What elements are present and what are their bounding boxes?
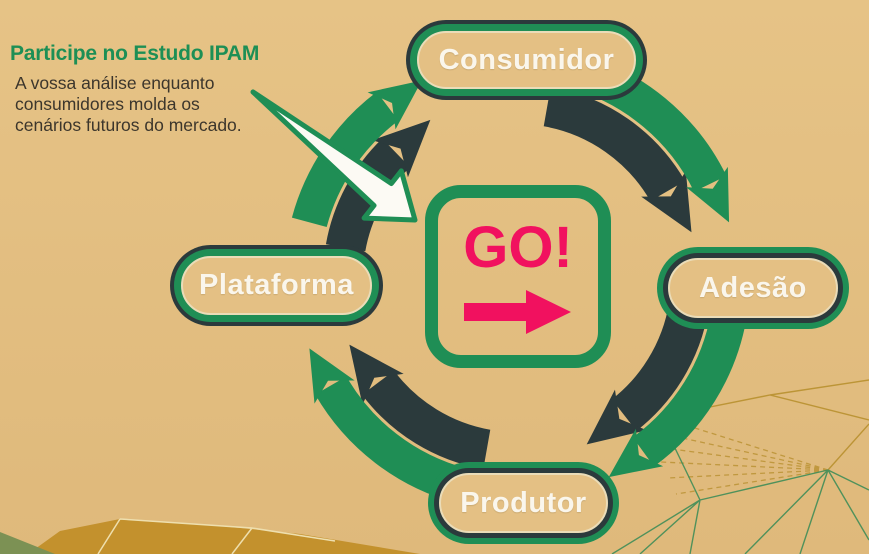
node-consumidor: Consumidor: [406, 20, 647, 100]
callout-subtitle: A vossa análise enquanto consumidores mo…: [10, 73, 320, 136]
network-mesh-gold-fan: [654, 416, 829, 495]
node-ring: Produtor: [434, 468, 613, 538]
node-face: Plataforma: [181, 256, 372, 315]
node-produtor: Produtor: [428, 462, 619, 544]
go-button[interactable]: GO!: [425, 185, 611, 368]
callout-subtitle-line: consumidores molda os: [15, 94, 200, 114]
node-label: Plataforma: [199, 269, 354, 301]
node-plataforma: Plataforma: [170, 245, 383, 326]
node-face: Consumidor: [417, 31, 636, 89]
go-button-label: GO!: [463, 214, 573, 280]
callout-block: Participe no Estudo IPAM A vossa análise…: [10, 42, 320, 136]
node-label: Adesão: [699, 271, 807, 304]
callout-arrow-icon: [250, 89, 418, 223]
node-ring: Adesão: [663, 253, 843, 323]
network-mesh-green: [611, 416, 869, 554]
callout-title: Participe no Estudo IPAM: [10, 42, 260, 65]
node-face: Adesão: [668, 258, 838, 318]
node-face: Produtor: [439, 473, 608, 533]
corner-olive-decoration: [0, 532, 55, 554]
lowpoly-hill-decoration: [28, 519, 420, 554]
callout-subtitle-line: A vossa análise enquanto: [15, 73, 215, 93]
hill-facet-lines: [97, 518, 336, 554]
node-adesao: Adesão: [657, 247, 849, 329]
node-ring: Plataforma: [174, 249, 379, 322]
node-ring: Consumidor: [410, 24, 643, 96]
node-label: Consumidor: [438, 43, 615, 76]
cycle-arrow-green-adesao-to-produtor: [608, 311, 747, 478]
cycle-arrow-dark-produtor-to-plataforma: [349, 344, 491, 470]
right-arrow-icon: [464, 289, 571, 334]
callout-subtitle-line: cenários futuros do mercado.: [15, 115, 242, 135]
cycle-arrow-dark-consumidor-to-adesao: [543, 86, 692, 233]
node-label: Produtor: [460, 486, 587, 519]
